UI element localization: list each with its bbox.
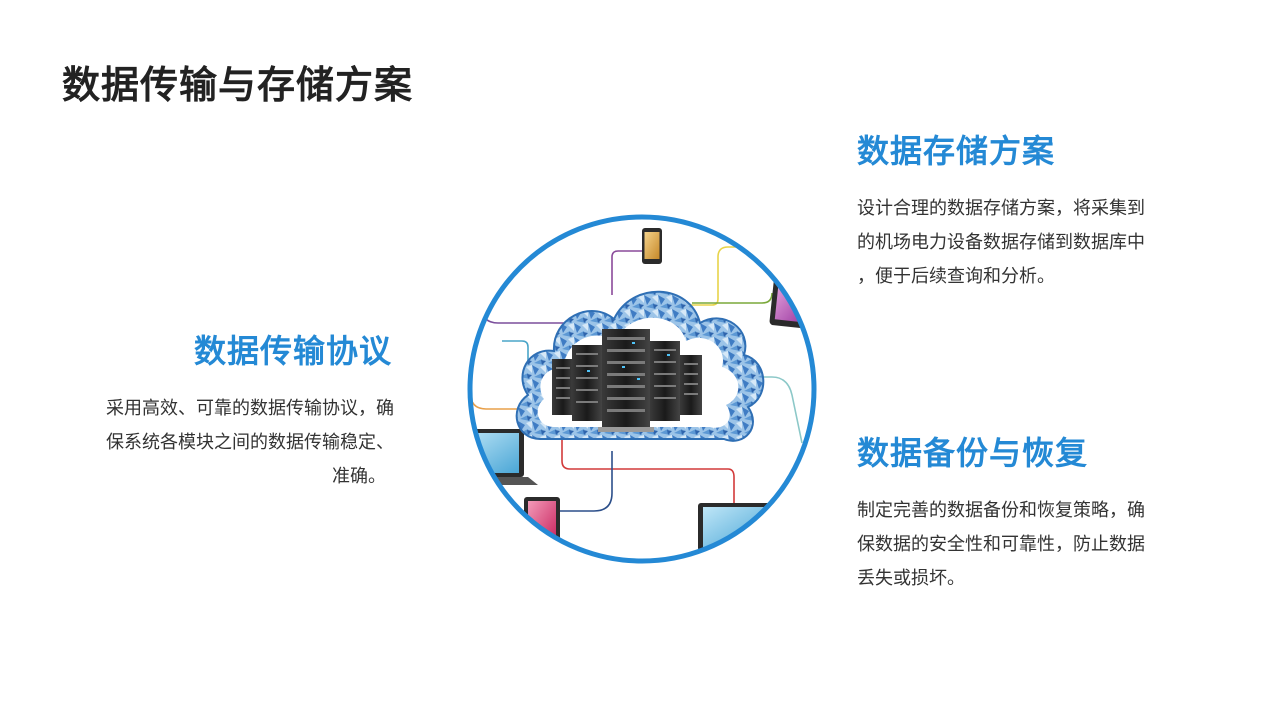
storage-plan-line: 的机场电力设备数据存储到数据库中 xyxy=(857,232,1145,253)
transfer-protocol-body: 采用高效、可靠的数据传输协议，确 保系统各模块之间的数据传输稳定、 准确。 xyxy=(68,392,394,494)
storage-plan-line: 设计合理的数据存储方案，将采集到 xyxy=(857,198,1145,219)
backup-recovery-line: 丢失或损坏。 xyxy=(857,568,965,589)
backup-recovery-title: 数据备份与恢复 xyxy=(857,434,1089,472)
storage-plan-body: 设计合理的数据存储方案，将采集到 的机场电力设备数据存储到数据库中 ，便于后续查… xyxy=(857,192,1182,294)
page-title: 数据传输与存储方案 xyxy=(62,63,414,107)
transfer-protocol-line: 保系统各模块之间的数据传输稳定、 xyxy=(106,432,394,453)
backup-recovery-body: 制定完善的数据备份和恢复策略，确 保数据的安全性和可靠性，防止数据 丢失或损坏。 xyxy=(857,494,1182,596)
backup-recovery-line: 制定完善的数据备份和恢复策略，确 xyxy=(857,500,1145,521)
storage-plan-line: ，便于后续查询和分析。 xyxy=(857,266,1055,287)
smartphone-icon xyxy=(642,228,662,264)
illustration-ring xyxy=(467,214,817,564)
transfer-protocol-section: 数据传输协议 采用高效、可靠的数据传输协议，确 保系统各模块之间的数据传输稳定、… xyxy=(68,326,394,494)
server-leds xyxy=(587,342,670,380)
transfer-protocol-line: 采用高效、可靠的数据传输协议，确 xyxy=(106,398,394,419)
network-illustration-svg xyxy=(467,214,817,564)
storage-plan-title: 数据存储方案 xyxy=(857,132,1056,170)
backup-recovery-section: 数据备份与恢复 制定完善的数据备份和恢复策略，确 保数据的安全性和可靠性，防止数… xyxy=(857,428,1182,596)
transfer-protocol-title: 数据传输协议 xyxy=(193,332,392,370)
transfer-protocol-line: 准确。 xyxy=(332,466,386,487)
network-illustration xyxy=(462,211,822,571)
storage-plan-section: 数据存储方案 设计合理的数据存储方案，将采集到 的机场电力设备数据存储到数据库中… xyxy=(857,126,1182,294)
backup-recovery-line: 保数据的安全性和可靠性，防止数据 xyxy=(857,534,1145,555)
illustration-content xyxy=(470,217,814,561)
server-rack-icon xyxy=(552,329,702,432)
server-panel-lines xyxy=(556,337,698,412)
